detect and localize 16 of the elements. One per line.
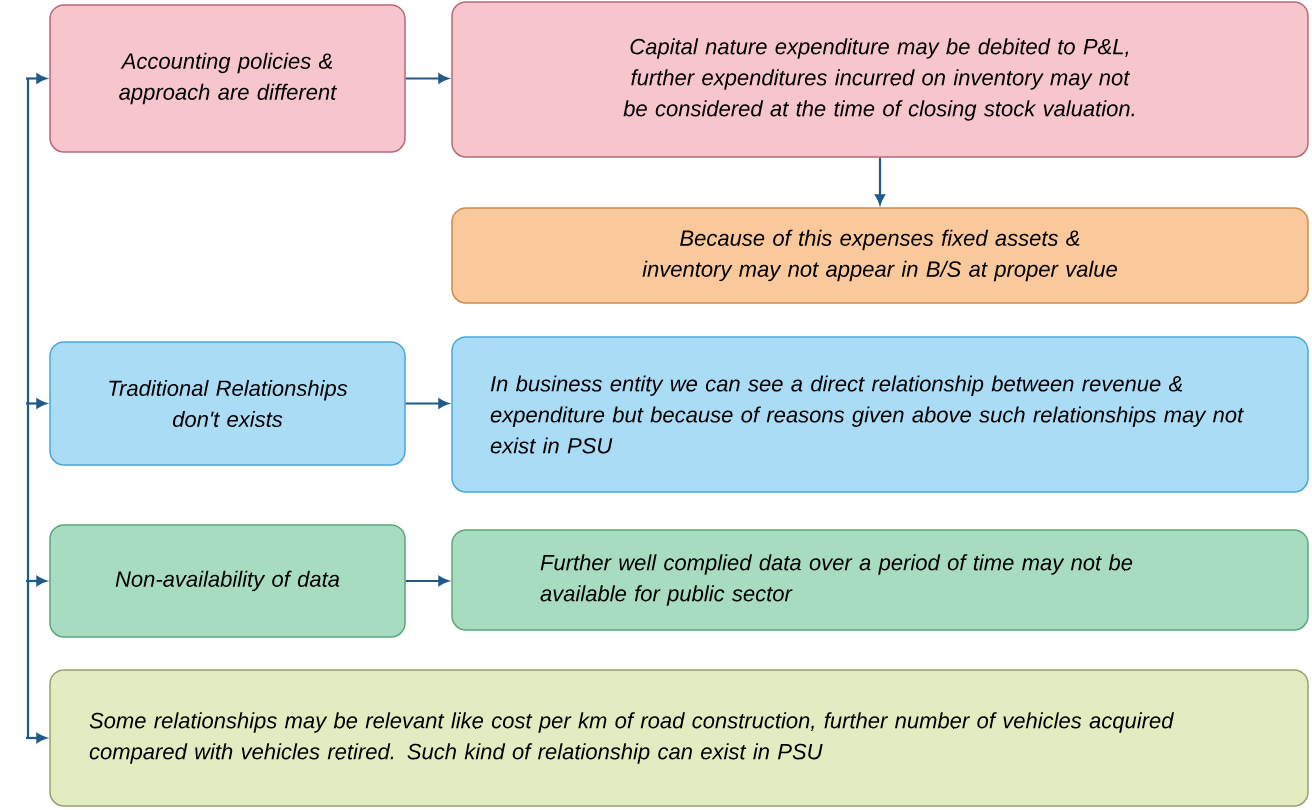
text-box: Some relationships may be relevant like cost per km of road construction, further number of vehicles acquired compared with vehicles retired. Such kind of relationship can exist in PSU: [49, 669, 1309, 807]
arrow: [26, 576, 47, 586]
arrow: [405, 398, 449, 409]
text-box: In business entity we can see a direct relationship between revenue & expenditure but because of reasons given above such relationships may not exist in PSU: [451, 336, 1309, 493]
text-box: Further well complied data over a period of time may not be available for public sector: [451, 529, 1309, 631]
arrow: [405, 576, 449, 586]
arrow: [26, 398, 47, 409]
text-box: Accounting policies & approach are different: [49, 4, 406, 153]
arrow: [405, 73, 449, 84]
arrow: [26, 733, 47, 743]
text-box: Non-availability of data: [49, 524, 406, 638]
arrow: [26, 73, 47, 84]
text-box: Because of this expenses fixed assets & inventory may not appear in B/S at proper value: [451, 207, 1309, 304]
arrow: [875, 157, 885, 205]
text-box: Traditional Relationships don't exists: [49, 341, 406, 466]
text-box: Capital nature expenditure may be debited to P&L, further expenditures incurred on inventory may not be considered at the time of closing stock valuation.: [451, 1, 1309, 158]
